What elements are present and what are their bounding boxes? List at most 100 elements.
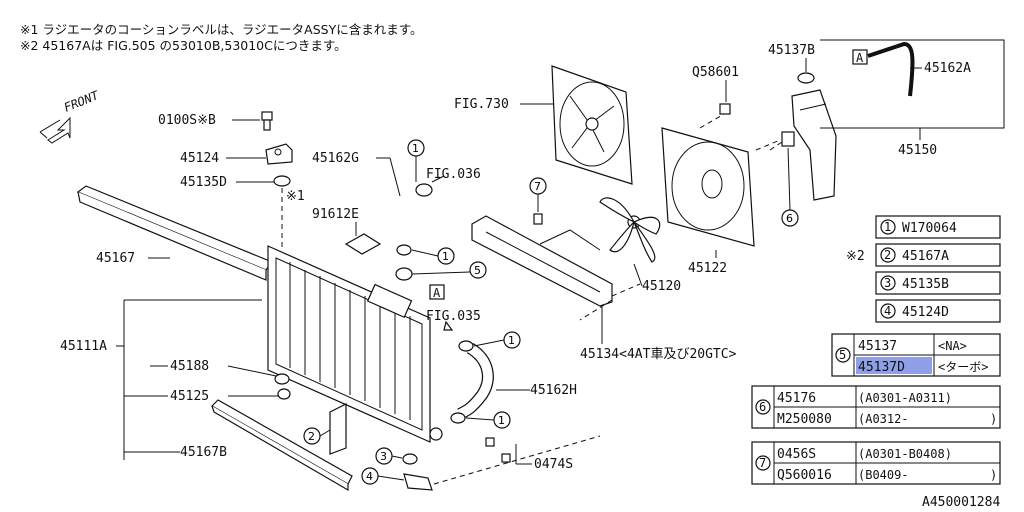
bolt-icon	[781, 131, 795, 147]
bolt-icon	[261, 111, 273, 131]
ref-a-1: A	[433, 286, 441, 300]
circle-mark-2: 2	[303, 427, 331, 445]
legend-7-part-2: Q560016	[777, 468, 832, 483]
cap-45137	[395, 267, 413, 281]
highlight-cell	[856, 357, 932, 374]
legend-5-cond-1: <NA>	[938, 339, 967, 353]
callout-45122: 45122	[688, 261, 727, 276]
radiator-45111a	[267, 245, 443, 443]
svg-text:1: 1	[498, 414, 505, 427]
callout-45134: 45134<4AT車及び20GTC>	[580, 347, 737, 362]
legend-row-prefix: ※2	[846, 249, 865, 264]
svg-text:3: 3	[380, 450, 387, 463]
callout-45162h: 45162H	[530, 383, 577, 398]
bolt-icon	[719, 103, 731, 115]
legend-6-cond-2: (A0312-	[858, 412, 909, 426]
legend-table-7: 7 0456S (A0301-B0408) Q560016 (B0409- )	[751, 441, 1001, 485]
callout-45150: 45150	[898, 143, 937, 158]
circle-mark-7: 7	[529, 177, 547, 212]
legend-row-part: 45135B	[902, 277, 949, 292]
callout-0100s: 0100S※B	[158, 113, 216, 128]
svg-text:1: 1	[412, 142, 419, 155]
legend-6-cond-1: (A0301-A0311)	[858, 391, 952, 405]
legend-row-part: 45167A	[902, 249, 949, 264]
svg-text:5: 5	[474, 264, 481, 277]
legend-5-cond-2: <ターボ>	[938, 360, 988, 374]
fan-45120	[599, 197, 661, 263]
svg-text:4: 4	[366, 470, 373, 483]
seal-45167	[76, 185, 273, 281]
fan-shroud-45122	[661, 127, 755, 247]
circle-mark-1: 1	[411, 247, 455, 265]
legend-row-2: 2 45167A ※2	[846, 243, 1001, 267]
legend-6-part-1: 45176	[777, 391, 816, 406]
legend-row-num: 2	[884, 248, 891, 262]
legend-table-6: 6 45176 (A0301-A0311) M250080 (A0312- )	[751, 385, 1001, 429]
callout-91612e: 91612E	[312, 207, 359, 222]
callout-45167: 45167	[96, 251, 135, 266]
legend-6-cond-2-end: )	[990, 412, 997, 426]
front-label: FRONT	[62, 88, 101, 115]
seal-45167b	[211, 399, 353, 492]
legend-row-4: 4 45124D	[875, 299, 1001, 323]
legend-7-cond-2-end: )	[990, 468, 997, 482]
figure-id: A450001284	[922, 495, 1000, 510]
circle-mark-1: 1	[473, 331, 521, 349]
legend-row-3: 3 45135B	[875, 271, 1001, 295]
legend-row-num: 3	[884, 276, 891, 290]
bracket-45124	[265, 143, 293, 165]
legend-row-num: 1	[884, 220, 891, 234]
note-2: ※2 45167Aは FIG.505 の53010B,53010Cにつきます。	[20, 38, 347, 53]
cushion-45125	[277, 388, 291, 400]
legend-5-part-2: 45137D	[858, 360, 905, 375]
legend-table-5: 5 45137 <NA> 45137D <ターボ>	[831, 333, 1001, 377]
legend-row-num: 4	[884, 304, 891, 318]
circle-mark-1: 1	[407, 139, 425, 182]
callout-star1: ※1	[286, 189, 305, 204]
legend-6-part-2: M250080	[777, 412, 832, 427]
legend-7-cond-2: (B0409-	[858, 468, 909, 482]
svg-text:6: 6	[786, 212, 793, 225]
caution-label-91612e	[344, 233, 382, 255]
cushion-45135d	[273, 175, 291, 187]
callout-45120: 45120	[642, 279, 681, 294]
circle-mark-6: 6	[781, 147, 799, 227]
callout-45167b: 45167B	[180, 445, 227, 460]
callout-45162a: 45162A	[924, 61, 971, 76]
callout-45162g: 45162G	[312, 151, 359, 166]
note-1: ※1 ラジエータのコーションラベルは、ラジエータASSYに含まれます。	[20, 22, 422, 37]
callout-45188: 45188	[170, 359, 209, 374]
reservoir-tank-45150	[791, 89, 837, 201]
callout-45135d: 45135D	[180, 175, 227, 190]
callout-q58601: Q58601	[692, 65, 739, 80]
legend-row-part: 45124D	[902, 305, 949, 320]
air-duct-45134	[471, 215, 613, 307]
circle-mark-1: 1	[465, 411, 511, 429]
svg-text:6: 6	[759, 400, 766, 414]
callout-fig730: FIG.730	[454, 97, 509, 112]
callout-fig036: FIG.036	[426, 167, 481, 182]
svg-text:7: 7	[534, 180, 541, 193]
ref-a-2: A	[856, 51, 864, 65]
hose-45162h	[457, 343, 493, 419]
svg-text:1: 1	[442, 250, 449, 263]
circle-mark-3: 3	[375, 447, 403, 465]
circle-mark-4: 4	[361, 467, 405, 485]
fan-assembly-fig730	[551, 65, 633, 185]
cushion-45188	[274, 373, 290, 385]
svg-text:1: 1	[508, 334, 515, 347]
legend-7-cond-1: (A0301-B0408)	[858, 447, 952, 461]
legend-7-part-1: 0456S	[777, 447, 816, 462]
callout-45111a: 45111A	[60, 339, 107, 354]
legend-5-part-1: 45137	[858, 339, 897, 354]
callout-fig035: FIG.035	[426, 309, 481, 324]
callout-45125: 45125	[170, 389, 209, 404]
callout-45124: 45124	[180, 151, 219, 166]
callout-0474s: 0474S	[534, 457, 573, 472]
seal-45167a	[329, 403, 347, 455]
svg-text:2: 2	[308, 430, 315, 443]
hose-45162a	[867, 41, 915, 97]
